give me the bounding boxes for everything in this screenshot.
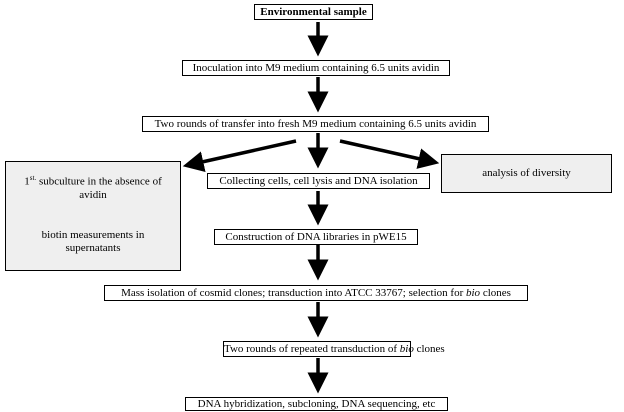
node-analysis-of-diversity-label: analysis of diversity xyxy=(482,167,571,179)
node-two-rounds-transfer-label: Two rounds of transfer into fresh M9 med… xyxy=(154,118,477,130)
node-two-rounds-transfer: Two rounds of transfer into fresh M9 med… xyxy=(142,116,489,132)
node-inoculation: Inoculation into M9 medium containing 6.… xyxy=(182,60,450,76)
node-environmental-sample: Environmental sample xyxy=(254,4,373,20)
node-mass-isolation: Mass isolation of cosmid clones; transdu… xyxy=(104,285,528,301)
node-subculture-text: 1st. subculture in the absence of avidin xyxy=(24,174,162,201)
node-collecting-cells-label: Collecting cells, cell lysis and DNA iso… xyxy=(219,175,418,187)
node-inoculation-label: Inoculation into M9 medium containing 6.… xyxy=(192,62,440,74)
node-biotin-measurements: biotin measurements in supernatants xyxy=(41,229,145,254)
node-subculture-group: 1st. subculture in the absence of avidin… xyxy=(5,161,181,271)
node-construction-libraries: Construction of DNA libraries in pWE15 xyxy=(214,229,418,245)
node-construction-libraries-label: Construction of DNA libraries in pWE15 xyxy=(225,231,407,243)
node-collecting-cells: Collecting cells, cell lysis and DNA iso… xyxy=(207,173,430,189)
node-environmental-sample-label: Environmental sample xyxy=(260,6,367,18)
node-final-steps: DNA hybridization, subcloning, DNA seque… xyxy=(185,397,448,411)
node-repeated-transduction: Two rounds of repeated transduction of b… xyxy=(223,341,445,357)
node-final-steps-label: DNA hybridization, subcloning, DNA seque… xyxy=(197,398,436,410)
arrow-transfer-to-analysis xyxy=(339,139,440,169)
node-analysis-of-diversity: analysis of diversity xyxy=(441,154,612,193)
arrow-transfer-to-subculture xyxy=(182,139,297,172)
